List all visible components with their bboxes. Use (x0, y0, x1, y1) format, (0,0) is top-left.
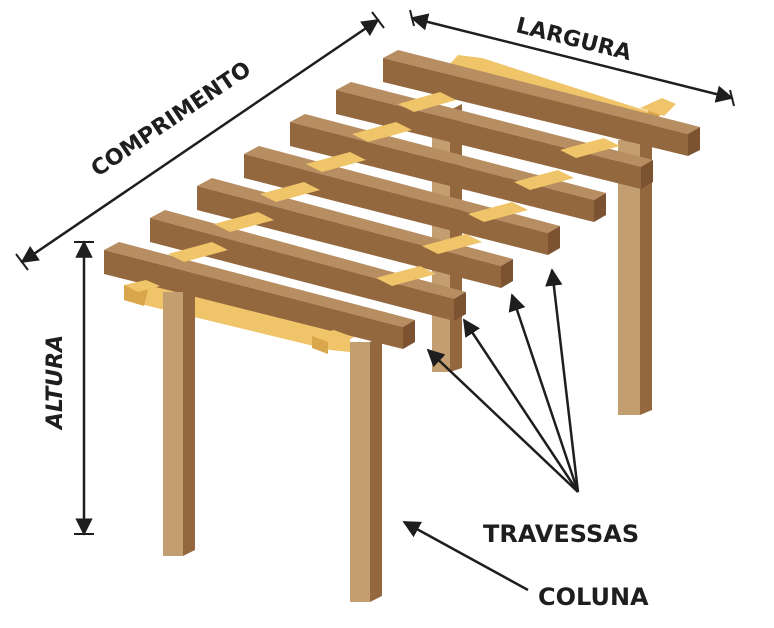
back-right-column (618, 132, 652, 415)
rafter-7 (104, 242, 415, 349)
front-left-column (124, 280, 195, 556)
front-right-column (312, 330, 382, 602)
coluna-pointer (402, 520, 529, 592)
altura-dimension: ALTURA (43, 240, 94, 536)
travessas-label: TRAVESSAS (483, 520, 639, 548)
altura-label: ALTURA (43, 335, 68, 431)
coluna-label: COLUNA (538, 583, 649, 611)
travessas-pointers (426, 268, 580, 493)
